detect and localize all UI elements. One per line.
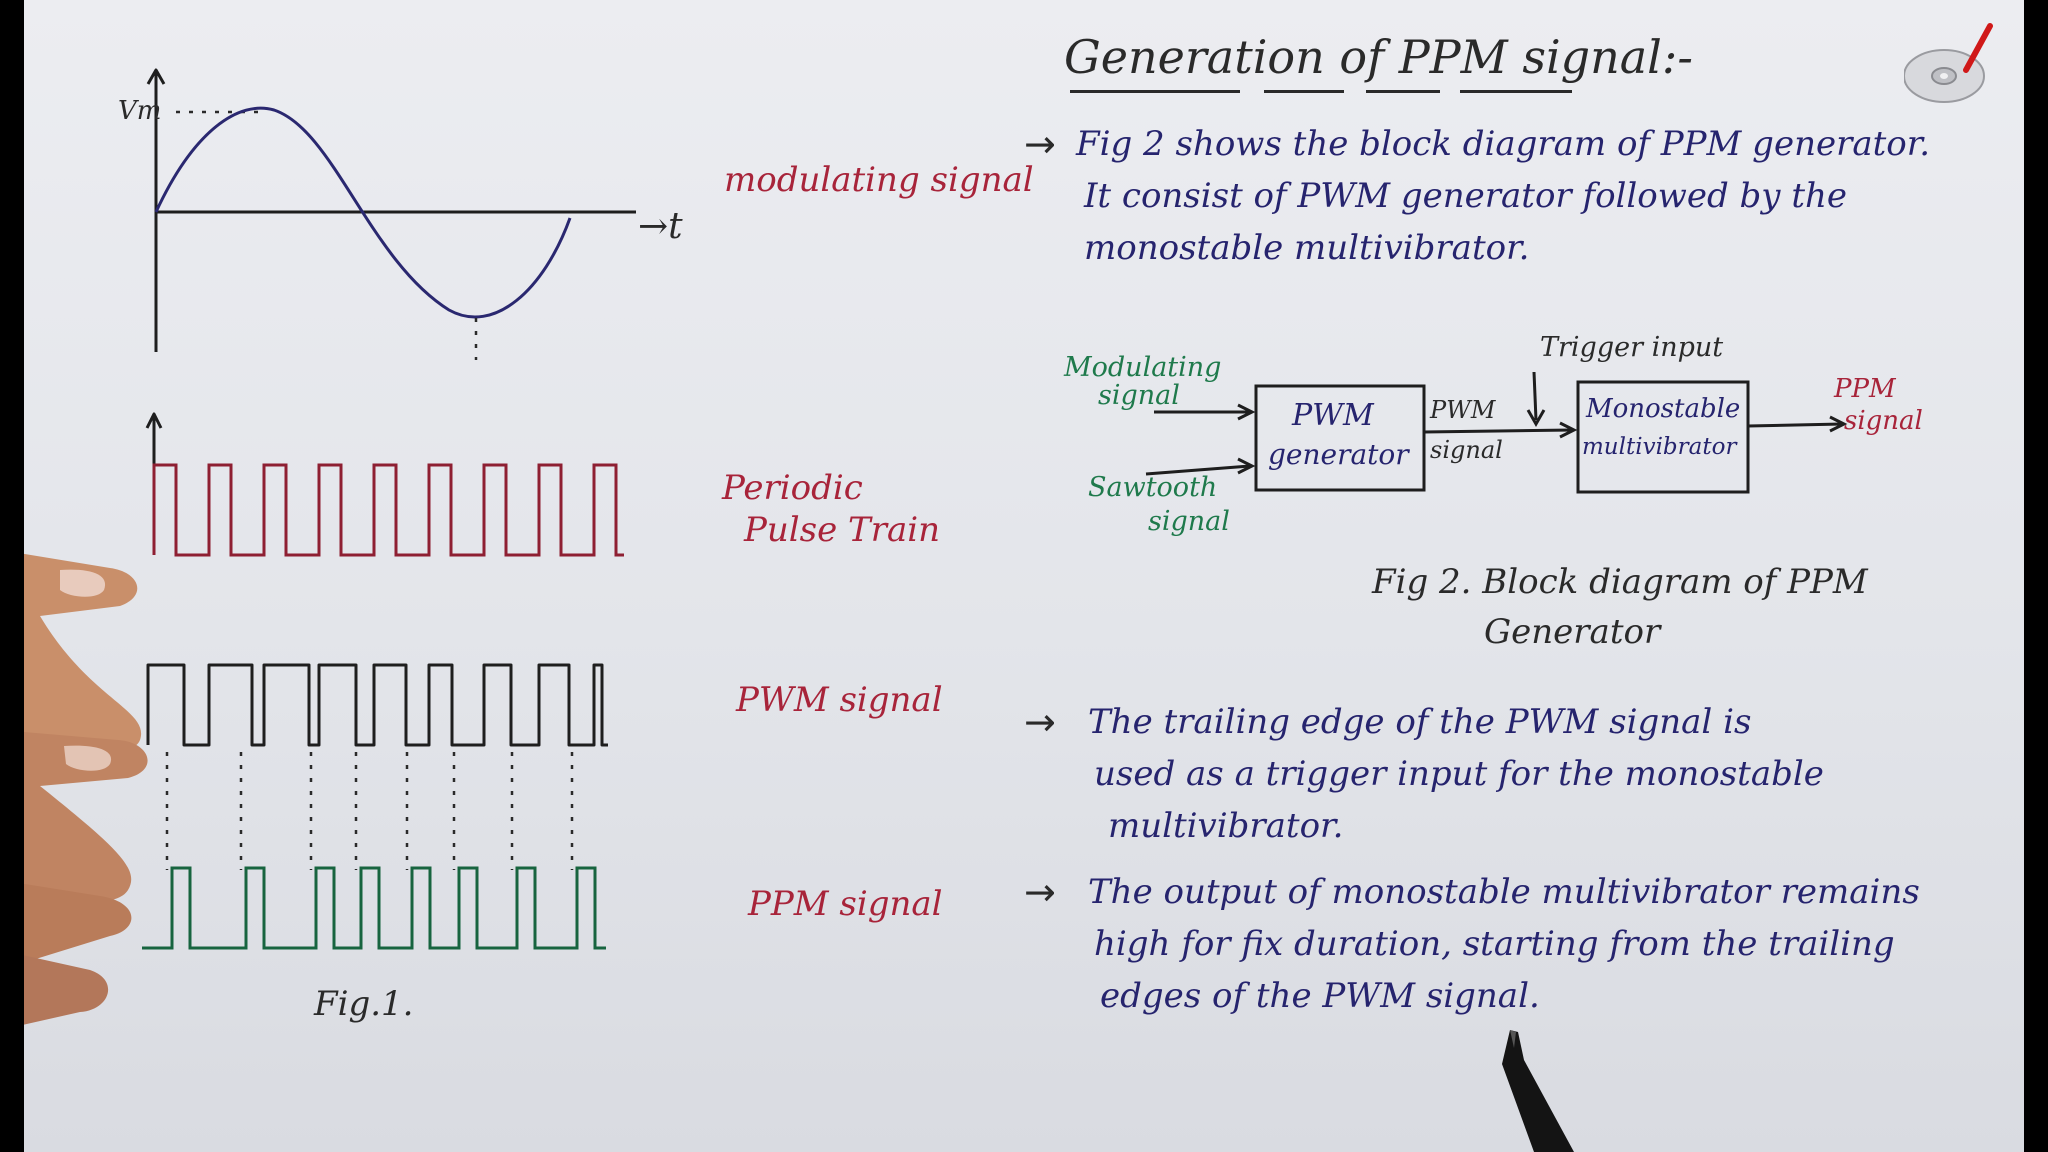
mono-block-line1: Monostable	[1586, 394, 1741, 424]
periodic-label-line2: Pulse Train	[744, 510, 940, 550]
ppm-waveform	[142, 866, 606, 950]
paragraph-3: The output of monostable multivibrator r…	[1088, 872, 1920, 1016]
trigger-input-label: Trigger input	[1540, 332, 1724, 363]
pulse-train-wave	[152, 463, 624, 557]
paragraph-1: Fig 2 shows the block diagram of PPM gen…	[1076, 124, 1931, 268]
mono-block-line2: multivibrator	[1582, 434, 1737, 460]
modulating-input-line1: Modulating	[1064, 352, 1222, 383]
modulating-arrow-head	[1237, 403, 1256, 421]
vm-label: Vm	[118, 96, 162, 126]
monostable-block	[1576, 380, 1750, 494]
modulating-signal-label: modulating signal	[724, 160, 1034, 200]
page-title: Generation of PPM signal:-	[1064, 30, 1693, 84]
output-label-line1: PPM	[1834, 374, 1896, 404]
pwm-generator-block	[1254, 384, 1426, 492]
pwm-waveform	[146, 663, 608, 747]
periodic-label-line1: Periodic	[722, 468, 863, 508]
periodic-pulse-train	[145, 412, 624, 557]
t-axis-label: →t	[638, 206, 683, 247]
title-underline	[1070, 90, 1240, 93]
cd-pen-logo-icon	[1904, 23, 1993, 103]
pwm-block-line1: PWM	[1292, 398, 1374, 433]
fig1-waveforms	[142, 68, 1848, 950]
pwm-wave	[146, 663, 608, 747]
trailing-edge-lines	[165, 752, 574, 870]
pwm-signal-edge-line1: PWM	[1430, 396, 1496, 424]
trigger-arrow	[1532, 371, 1538, 421]
pwm-signal-edge-line2: signal	[1430, 436, 1503, 464]
whiteboard: Vm →t Fig.1. modulating signal Periodic …	[24, 0, 2024, 1152]
fig2-caption-line1: Fig 2. Block diagram of PPM	[1372, 562, 1868, 602]
pen	[1502, 1030, 1574, 1152]
ppm-signal-label: PPM signal	[748, 884, 943, 924]
pwm-signal-label: PWM signal	[736, 680, 943, 720]
block-diagram	[1145, 371, 1848, 494]
sawtooth-input-line2: signal	[1148, 506, 1230, 537]
fig2-caption-line2: Generator	[1484, 612, 1661, 652]
ppm-wave	[142, 866, 606, 950]
modulating-sine-wave	[154, 106, 572, 319]
bullet-arrow-1: →	[1024, 122, 1056, 166]
sawtooth-input-line1: Sawtooth	[1088, 472, 1218, 503]
sine-plot	[146, 68, 636, 360]
output-label-line2: signal	[1844, 406, 1923, 436]
paragraph-2: The trailing edge of the PWM signal is u…	[1088, 702, 1824, 846]
modulating-input-line2: signal	[1098, 380, 1180, 411]
hand	[24, 553, 148, 1025]
pwm-block-line2: generator	[1268, 438, 1409, 471]
bullet-arrow-3: →	[1024, 870, 1056, 914]
bullet-arrow-2: →	[1024, 700, 1056, 744]
fig1-caption: Fig.1.	[314, 984, 414, 1024]
